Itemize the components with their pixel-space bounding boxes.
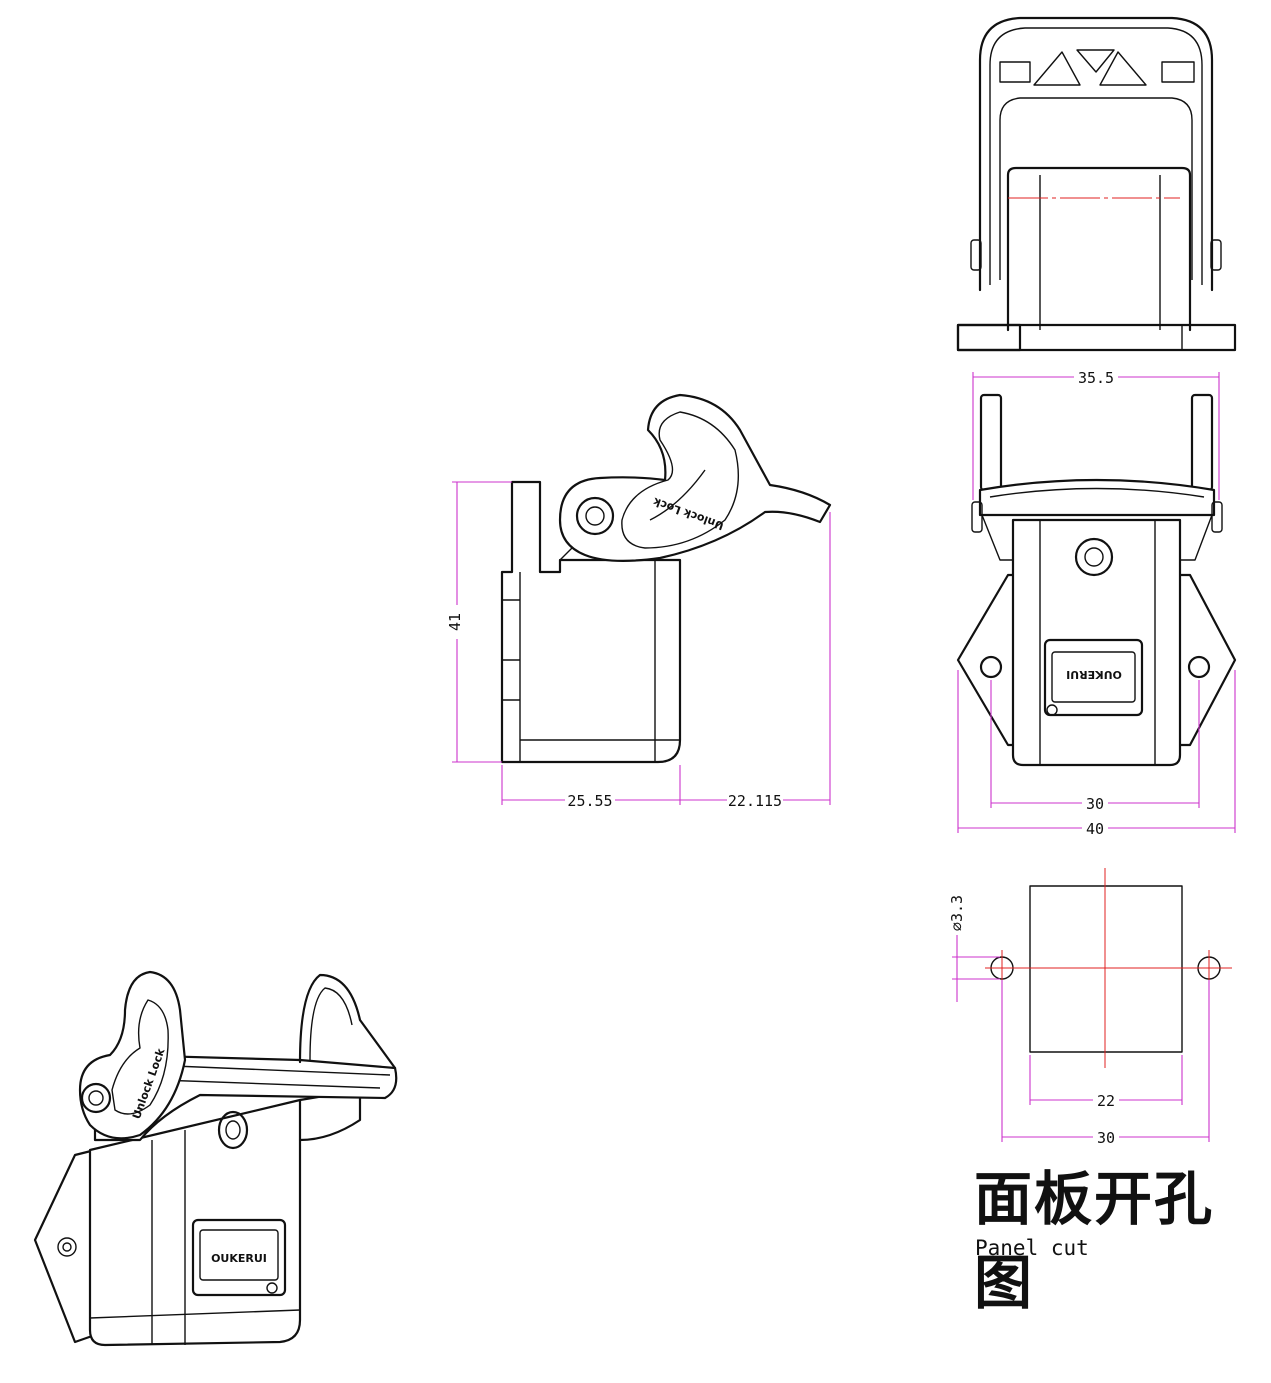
- iso-view: OUKERUI Unlock Lock: [33, 970, 398, 1347]
- front-view: OUKERUI 35.5 30 40: [956, 368, 1237, 838]
- panel-cut-title-cn: 面板开孔图: [974, 1165, 1215, 1317]
- side-height-dim: 41: [446, 613, 464, 631]
- panel-hole-dia-dim: ⌀3.3: [948, 895, 966, 931]
- front-flange-width-dim: 40: [1086, 820, 1104, 838]
- side-view: Unlock Lock 41 25.55 22.115: [445, 393, 832, 810]
- panel-cut-view: ⌀3.3 22 30: [948, 868, 1232, 1147]
- front-width-dim: 35.5: [1078, 369, 1114, 387]
- front-brand-label: OUKERUI: [1066, 668, 1122, 681]
- iso-brand-label: OUKERUI: [211, 1252, 267, 1265]
- panel-cut-title-en: Panel cut: [975, 1236, 1089, 1260]
- front-hole-spacing-dim: 30: [1086, 795, 1104, 813]
- top-view: [956, 16, 1237, 352]
- panel-hole-spacing-dim: 30: [1097, 1129, 1115, 1147]
- side-width-dim-a: 25.55: [567, 792, 612, 810]
- side-width-dim-b: 22.115: [728, 792, 782, 810]
- panel-cut-width-dim: 22: [1097, 1092, 1115, 1110]
